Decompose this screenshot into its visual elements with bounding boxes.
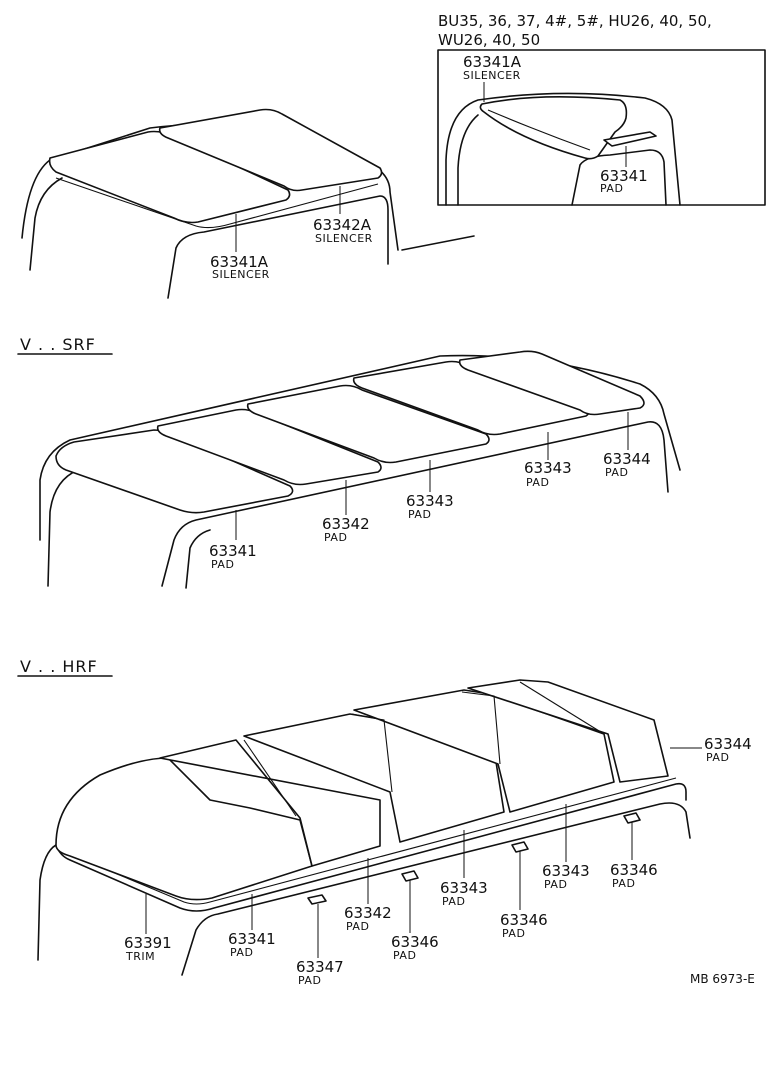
srf-section: V . . SRF 63341 PAD 63342 PAD 63343 PAD … (17, 335, 681, 589)
srf-name-1: PAD (211, 558, 234, 571)
hrf-drip-rail-inner (59, 777, 677, 905)
hrf-name-trim: TRIM (125, 950, 155, 963)
inset-window-rear (571, 149, 667, 206)
inset-frame (437, 49, 766, 206)
hrf-pad-63346-b (511, 841, 529, 853)
figure-code: MB 6973-E (690, 972, 755, 986)
hrf-part-63344: 63344 (704, 735, 752, 753)
hrf-part-63346-a: 63346 (391, 933, 439, 951)
hrf-seam-2 (351, 713, 393, 793)
inset-header-line1: BU35, 36, 37, 4#, 5#, HU26, 40, 50, (438, 12, 712, 30)
srf-part-63344: 63344 (603, 450, 651, 468)
hrf-name-2: PAD (298, 974, 321, 987)
hrf-side-window (181, 802, 691, 976)
hrf-part-63341: 63341 (228, 930, 276, 948)
srf-name-4: PAD (526, 476, 549, 489)
hrf-pad-63347 (307, 894, 327, 905)
top-body-line (401, 235, 475, 251)
inset-name-silencer: SILENCER (463, 69, 521, 82)
hrf-front-dome (55, 757, 313, 901)
hrf-part-63343-a: 63343 (440, 879, 488, 897)
hrf-segment-4 (467, 679, 669, 783)
hrf-title: V . . HRF (20, 657, 98, 676)
inset-name-pad: PAD (600, 182, 623, 195)
srf-pad-3 (246, 384, 490, 464)
top-silencer-rear (158, 108, 383, 192)
top-name-silencer-1: SILENCER (212, 268, 270, 281)
top-roof-view: 63341A SILENCER 63342A SILENCER (21, 108, 475, 299)
hrf-name-4: PAD (393, 949, 416, 962)
hrf-segment-3 (353, 689, 615, 813)
inset-silencer-edge (487, 109, 591, 151)
hrf-name-1: PAD (230, 946, 253, 959)
srf-name-5: PAD (605, 466, 628, 479)
hrf-pad-63346-a (401, 870, 419, 882)
hrf-seam-4 (519, 681, 605, 735)
srf-part-63343-a: 63343 (406, 492, 454, 510)
srf-part-63341: 63341 (209, 542, 257, 560)
hrf-part-63346-b: 63346 (500, 911, 548, 929)
inset-panel: BU35, 36, 37, 4#, 5#, HU26, 40, 50, WU26… (437, 12, 766, 206)
hrf-segment-1 (159, 739, 381, 867)
top-name-silencer-2: SILENCER (315, 232, 373, 245)
srf-part-63343-b: 63343 (524, 459, 572, 477)
hrf-pillar-front (37, 844, 57, 961)
hrf-part-63346-c: 63346 (610, 861, 658, 879)
hrf-name-8: PAD (612, 877, 635, 890)
hrf-drip-rail (55, 782, 687, 912)
srf-side-window (161, 421, 669, 587)
inset-part-63341a: 63341A (463, 53, 522, 71)
hrf-name-9: PAD (706, 751, 729, 764)
hrf-part-63347: 63347 (296, 958, 344, 976)
inset-part-63341: 63341 (600, 167, 648, 185)
hrf-seam-3 (461, 691, 501, 765)
srf-pad-1 (55, 429, 294, 514)
top-drip-rail (55, 177, 379, 229)
srf-part-63342: 63342 (322, 515, 370, 533)
hrf-pad-63346-c (623, 812, 641, 824)
inset-silencer-panel (479, 96, 628, 160)
top-part-63341a: 63341A (210, 253, 269, 271)
hrf-seam-1 (243, 739, 297, 817)
srf-title: V . . SRF (20, 335, 96, 354)
top-part-63342a: 63342A (313, 216, 372, 234)
inset-roof-outline (445, 92, 681, 206)
hrf-name-5: PAD (442, 895, 465, 908)
srf-name-3: PAD (408, 508, 431, 521)
top-side-window (167, 195, 389, 299)
inset-pad-63341 (603, 131, 657, 147)
hrf-section: V . . HRF 63391 TRIM 63341 PAD 63347 PAD… (17, 657, 752, 987)
srf-pad-5 (458, 350, 645, 416)
hrf-name-6: PAD (502, 927, 525, 940)
hrf-name-7: PAD (544, 878, 567, 891)
hrf-part-63391: 63391 (124, 934, 172, 952)
hrf-name-3: PAD (346, 920, 369, 933)
top-pillar-front (29, 177, 63, 271)
hrf-part-63343-b: 63343 (542, 862, 590, 880)
srf-side-window-inner (185, 529, 211, 589)
hrf-part-63342: 63342 (344, 904, 392, 922)
inset-header-line2: WU26, 40, 50 (438, 31, 540, 49)
srf-pillar-front (47, 469, 79, 587)
inset-pillar-front (457, 114, 479, 206)
srf-name-2: PAD (324, 531, 347, 544)
